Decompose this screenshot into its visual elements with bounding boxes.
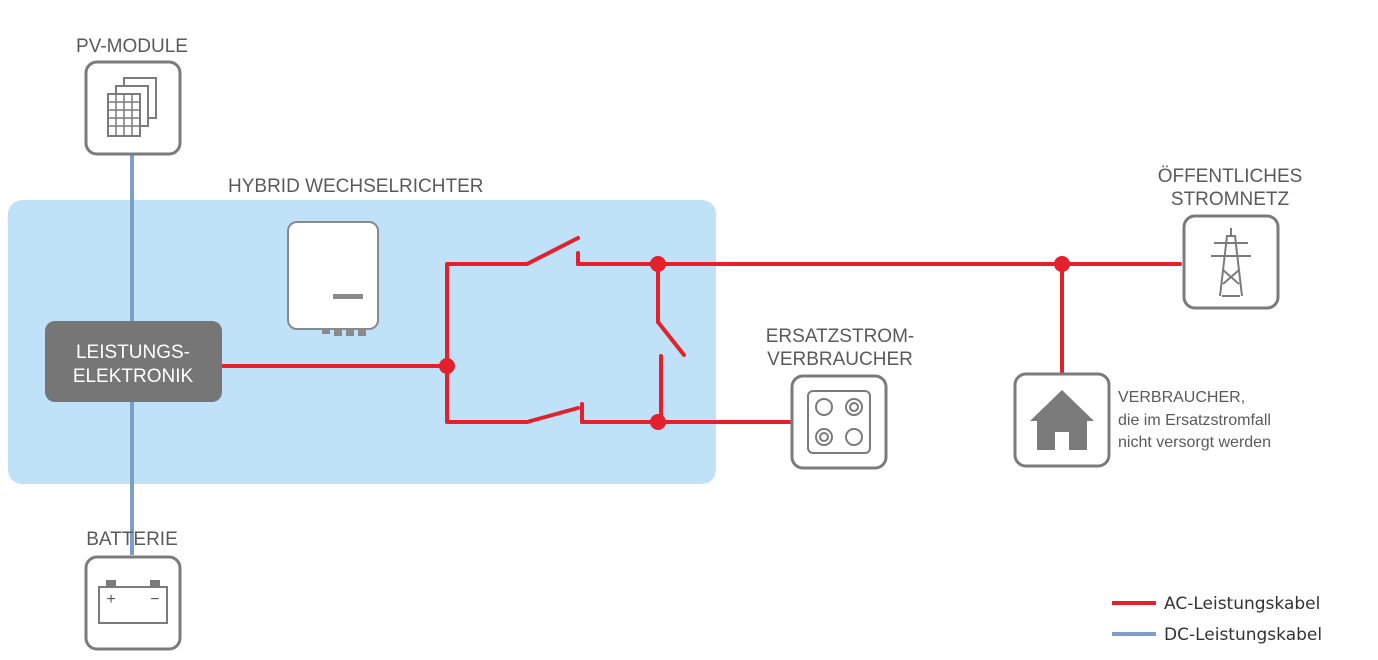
legend-dc-label: DC-Leistungskabel — [1164, 625, 1322, 645]
pv-module-label: PV-MODULE — [76, 36, 188, 57]
legend-ac-label: AC-Leistungskabel — [1164, 594, 1320, 614]
consumer-title: VERBRAUCHER, — [1118, 389, 1245, 406]
power-electronics-box — [45, 321, 222, 402]
grid-label-1: ÖFFENTLICHES — [1158, 166, 1303, 187]
consumer-desc-1: die im Ersatzstromfall — [1118, 412, 1271, 429]
hybrid-inverter-label: HYBRID WECHSELRICHTER — [228, 176, 483, 197]
backup-consumer-label-1: ERSATZSTROM- — [766, 326, 914, 347]
grid-label-2: STROMNETZ — [1171, 189, 1290, 210]
transmission-tower-icon — [1182, 214, 1280, 310]
ac-junctions — [439, 256, 1070, 430]
solar-panel-icon — [84, 60, 182, 156]
battery-plus-sign: + — [106, 591, 115, 608]
house-icon — [1013, 372, 1111, 468]
backup-consumer-label-2: VERBRAUCHER — [767, 349, 913, 370]
hybrid-inverter-area — [8, 200, 716, 484]
battery-icon: + − — [84, 555, 182, 651]
ac-cabling — [220, 236, 1182, 424]
consumer-desc-2: nicht versorgt werden — [1118, 434, 1271, 451]
battery-minus-sign: − — [150, 591, 159, 608]
battery-label: BATTERIE — [86, 529, 178, 550]
cooktop-icon — [790, 374, 888, 470]
legend: AC-Leistungskabel DC-Leistungskabel — [1112, 594, 1322, 645]
inverter-device-icon — [287, 221, 379, 336]
power-electronics-label-2: ELEKTRONIK — [73, 366, 194, 387]
power-electronics-label-1: LEISTUNGS- — [76, 342, 190, 363]
